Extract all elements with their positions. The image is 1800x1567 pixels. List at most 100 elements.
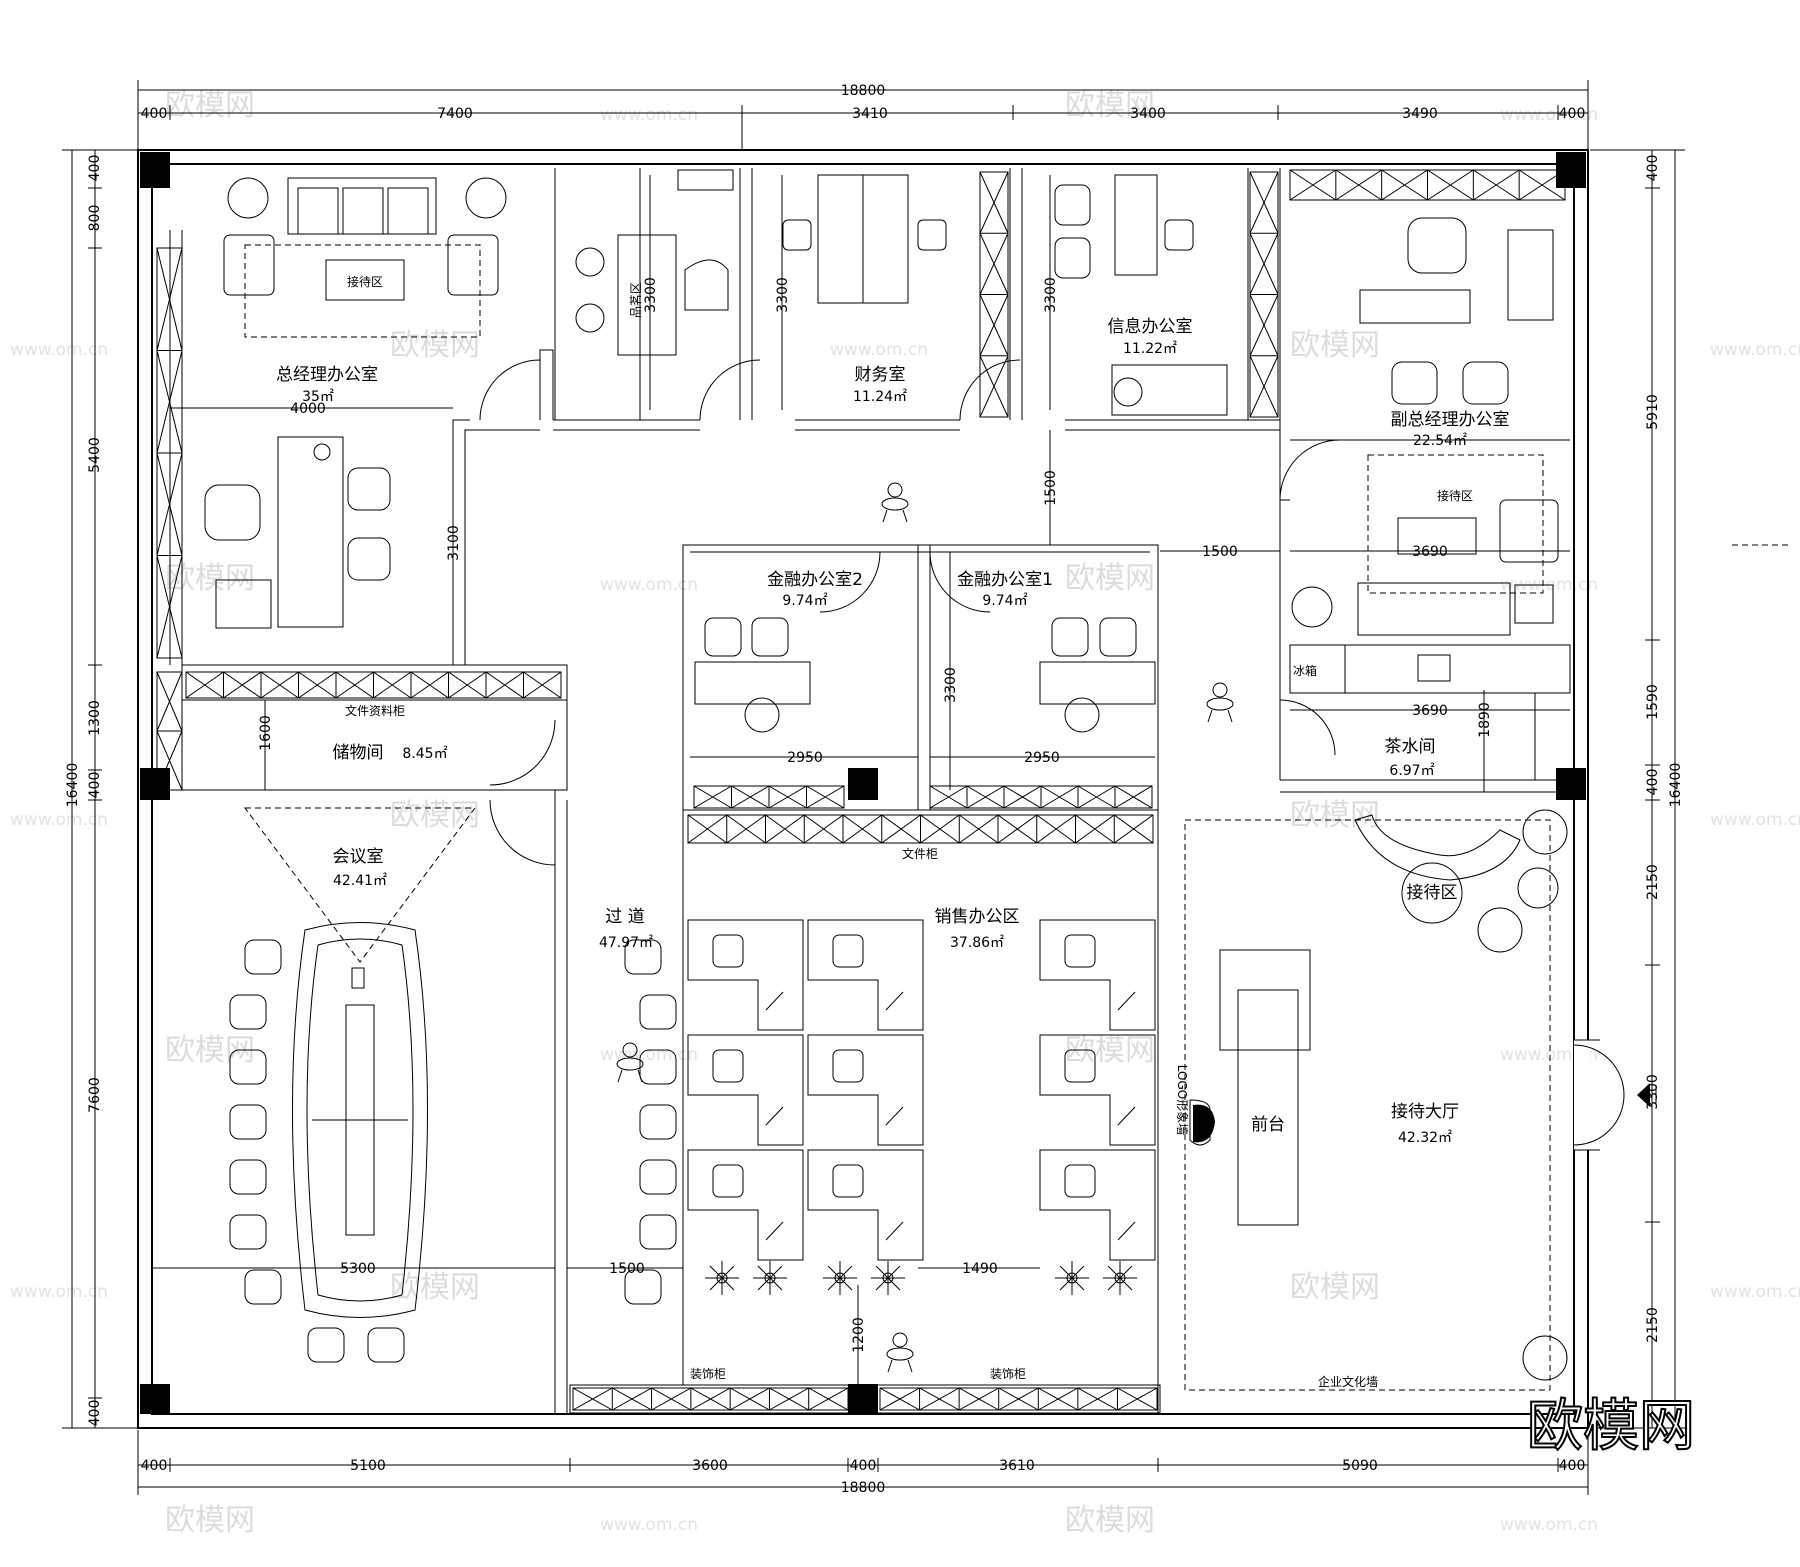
area-finance: 11.24㎡ bbox=[853, 389, 907, 405]
dim-meeting-w: 5300 bbox=[340, 1261, 376, 1277]
dim-gm-width: 4000 bbox=[290, 401, 326, 417]
watermark-url: www.om.cn bbox=[10, 340, 108, 360]
chair bbox=[751, 617, 789, 657]
watermark-brand: 欧模网 bbox=[390, 798, 480, 833]
watermark-brand: 欧模网 bbox=[1065, 88, 1155, 123]
dim-info-h: 3300 bbox=[1043, 277, 1059, 313]
workstation bbox=[687, 1034, 804, 1146]
workstation bbox=[1039, 1149, 1156, 1261]
workstation bbox=[687, 919, 804, 1031]
watermark-url: www.om.cn bbox=[830, 340, 928, 360]
sofa bbox=[1111, 364, 1228, 416]
dim-bottom-seg: 5100 bbox=[350, 1458, 386, 1474]
label-passage: 过 道 bbox=[605, 907, 644, 927]
dim-top-seg: 3490 bbox=[1402, 106, 1438, 122]
chair bbox=[1391, 361, 1438, 405]
watermark-brand: 欧模网 bbox=[390, 1270, 480, 1305]
cabinet bbox=[979, 171, 1009, 418]
column bbox=[140, 768, 170, 800]
area-meeting: 42.41㎡ bbox=[333, 873, 387, 889]
entrance-arrow-icon bbox=[1637, 1083, 1657, 1107]
watermark-url: www.om.cn bbox=[600, 1515, 698, 1535]
watermark-brand: 欧模网 bbox=[1290, 798, 1380, 833]
dim-corridor-w: 1500 bbox=[1202, 544, 1238, 560]
dim-bottom-seg: 400 bbox=[850, 1458, 877, 1474]
office-chair bbox=[1064, 934, 1096, 968]
dim-left-seg: 400 bbox=[87, 1400, 103, 1427]
column bbox=[140, 1384, 170, 1414]
cabinet bbox=[1289, 169, 1566, 201]
workstation bbox=[687, 1149, 804, 1261]
cabinet bbox=[156, 671, 183, 791]
chair bbox=[244, 1269, 282, 1305]
dim-top-seg: 3410 bbox=[852, 106, 888, 122]
office-chair bbox=[1407, 217, 1467, 274]
office-chair bbox=[204, 484, 261, 541]
watermark-url: www.om.cn bbox=[1710, 1282, 1800, 1302]
interior-dimensions: 4000 3100 1600 3300 3300 3300 1500 1500 … bbox=[152, 175, 1570, 1385]
label-storage: 储物间 bbox=[333, 743, 384, 763]
chair bbox=[624, 939, 662, 975]
round-table bbox=[1401, 862, 1463, 924]
plant-icon bbox=[1103, 1261, 1137, 1295]
label-lobby-reception: 接待区 bbox=[1407, 883, 1458, 903]
dim-right-seg: 2150 bbox=[1645, 1307, 1661, 1343]
chair bbox=[229, 1049, 267, 1085]
dim-bottom-seg: 3600 bbox=[692, 1458, 728, 1474]
room-labels: 接待区 品茗区 总经理办公室 35㎡ 财务室 11.24㎡ 信息办公室 11.2… bbox=[276, 274, 1510, 1389]
label-fridge: 冰箱 bbox=[1293, 663, 1317, 678]
cabinet bbox=[572, 1387, 849, 1411]
office-chair bbox=[1064, 1049, 1096, 1083]
outer-walls bbox=[137, 149, 1600, 1429]
dim-right-total: 16400 bbox=[1668, 763, 1684, 808]
tea-table bbox=[1397, 517, 1477, 555]
column bbox=[140, 152, 170, 188]
watermark-url: www.om.cn bbox=[600, 1045, 698, 1065]
watermark-url: www.om.cn bbox=[1710, 340, 1800, 360]
watermark-url: www.om.cn bbox=[600, 575, 698, 595]
label-gm-office: 总经理办公室 bbox=[276, 365, 378, 385]
workstation bbox=[1039, 919, 1156, 1031]
column bbox=[1556, 768, 1586, 800]
label-deputy-office: 副总经理办公室 bbox=[1391, 410, 1510, 430]
cabinet bbox=[156, 247, 183, 659]
chair bbox=[639, 1104, 677, 1140]
dim-left-total: 16400 bbox=[65, 763, 81, 808]
watermark-layer: 欧模网 欧模网 欧模网 欧模网 欧模网 欧模网 欧模网 欧模网 欧模网 欧模网 … bbox=[10, 88, 1800, 1538]
office-chair bbox=[832, 934, 864, 968]
logo-wall-icon bbox=[1193, 1104, 1215, 1143]
armchair bbox=[1499, 499, 1559, 563]
chair bbox=[244, 939, 282, 975]
desk bbox=[1039, 661, 1156, 705]
dim-top-seg: 400 bbox=[1559, 106, 1586, 122]
chair bbox=[1099, 617, 1137, 657]
label-info-office: 信息办公室 bbox=[1108, 317, 1193, 337]
chair bbox=[347, 467, 391, 511]
workstation bbox=[1039, 1034, 1156, 1146]
dim-top-total: 18800 bbox=[841, 83, 886, 99]
dim-left-seg: 800 bbox=[87, 205, 103, 232]
office-chair bbox=[917, 219, 947, 251]
dim-finance-h: 3300 bbox=[775, 277, 791, 313]
dim-bottom-total: 18800 bbox=[841, 1480, 886, 1496]
plant-icon bbox=[705, 1261, 739, 1295]
sofa bbox=[287, 177, 437, 235]
label-file-cabinet-sales: 文件柜 bbox=[902, 846, 938, 861]
person-icon bbox=[886, 1332, 914, 1373]
chair bbox=[1477, 907, 1523, 953]
cabinet bbox=[879, 1387, 1158, 1411]
dim-right-seg: 400 bbox=[1645, 769, 1661, 796]
chair bbox=[704, 617, 742, 657]
plant-icon bbox=[227, 177, 269, 219]
cabinet bbox=[693, 785, 845, 809]
plant-icon bbox=[1291, 586, 1333, 628]
office-chair bbox=[744, 697, 780, 733]
dim-bottom-seg: 400 bbox=[1559, 1458, 1586, 1474]
dim-fin-office-h: 3300 bbox=[943, 667, 959, 703]
dim-tea-h: 1890 bbox=[1477, 702, 1493, 738]
dim-gm-wall: 3100 bbox=[446, 525, 462, 561]
label-deputy-reception: 接待区 bbox=[1437, 488, 1473, 503]
watermark-brand: 欧模网 bbox=[165, 561, 255, 596]
tea-table bbox=[617, 234, 677, 356]
